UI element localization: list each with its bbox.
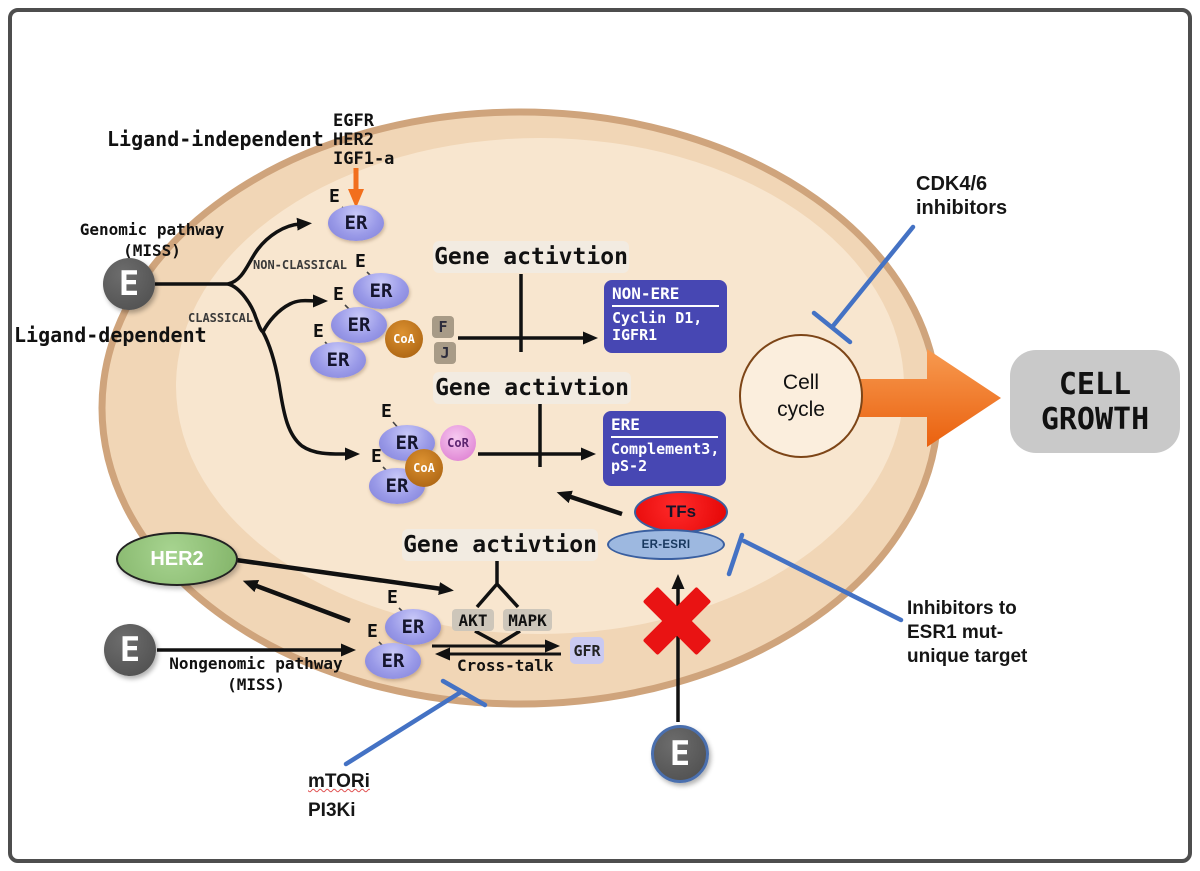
esr1-line2: ESR1 mut- <box>907 622 1004 643</box>
er-oval: ER <box>353 273 409 309</box>
ere-gene-1: Complement3, <box>611 440 720 458</box>
ere-gene-2: pS-2 <box>611 457 648 475</box>
figure-border <box>8 8 1192 863</box>
estrogen-label: E <box>381 401 392 422</box>
gene-activation-label-3: Gene activtion <box>402 529 598 561</box>
pi3ki-label: PI3Ki <box>308 800 356 821</box>
estrogen-label: E <box>329 186 340 207</box>
non-ere-title: NON-ERE <box>612 284 680 303</box>
block-x-icon <box>643 587 711 655</box>
j-box: J <box>434 342 456 364</box>
mapk-box: MAPK <box>503 609 552 631</box>
non-ere-divider <box>612 305 719 307</box>
er-oval: ER <box>331 307 387 343</box>
ere-divider <box>611 436 718 438</box>
ere-title: ERE <box>611 415 640 434</box>
ligand-dependent-label: Ligand-dependent <box>14 323 207 347</box>
classical-label: CLASSICAL <box>188 311 254 325</box>
er-esri-oval: ER-ESRI <box>607 529 725 560</box>
inhibition-bar-mtori <box>343 678 488 767</box>
ligand-independent-label: Ligand-independent <box>107 127 324 151</box>
cell-growth-box: CELL GROWTH <box>1010 350 1180 453</box>
estrogen-circle-nongenomic: E <box>104 624 156 676</box>
estrogen-label: E <box>313 321 324 342</box>
genomic-pathway-label: Genomic pathway (MISS) <box>72 219 232 261</box>
nongenomic-pathway-label: Nongenomic pathway (MISS) <box>165 653 347 695</box>
cell-growth-line2: GROWTH <box>1040 401 1150 437</box>
cell-cycle-label: Cell cycle <box>751 369 851 423</box>
igf1a-label: IGF1-a <box>333 149 395 169</box>
cross-talk-label: Cross-talk <box>457 656 554 675</box>
cor-circle: CoR <box>440 425 476 461</box>
estrogen-label: E <box>387 587 398 608</box>
f-box: F <box>432 316 454 338</box>
cell-cycle-line2: cycle <box>777 398 825 421</box>
non-classical-label: NON-CLASSICAL <box>253 258 347 272</box>
her2-ligand-label: HER2 <box>333 130 374 150</box>
nongenomic-line1: Nongenomic pathway <box>169 654 343 673</box>
gene-activation-label-1: Gene activtion <box>433 241 629 273</box>
estrogen-label: E <box>333 284 344 305</box>
esr1-line1: Inhibitors to <box>907 598 1017 619</box>
estrogen-label: E <box>355 251 366 272</box>
genomic-pathway-line1: Genomic pathway <box>79 220 225 239</box>
inhibition-bar-cdk46 <box>811 224 916 345</box>
cell-growth-line1: CELL <box>1058 366 1132 402</box>
er-oval: ER <box>328 205 384 241</box>
er-oval: ER <box>385 609 441 645</box>
cell-cycle-circle <box>739 334 863 458</box>
inhibition-bar-esr1 <box>726 532 904 623</box>
estrogen-circle-genomic: E <box>103 258 155 310</box>
cdk46-line1: CDK4/6 <box>916 173 988 195</box>
gfr-box: GFR <box>570 637 604 664</box>
her2-oval: HER2 <box>116 532 238 586</box>
estrogen-label: E <box>367 621 378 642</box>
coa-circle: CoA <box>405 449 443 487</box>
genomic-pathway-line2: (MISS) <box>123 241 181 260</box>
akt-box: AKT <box>452 609 494 631</box>
cell-cycle-line1: Cell <box>782 371 820 394</box>
cdk46-line2: inhibitors <box>916 197 1008 219</box>
esr1-line3: unique target <box>907 646 1028 667</box>
nongenomic-line2: (MISS) <box>227 675 285 694</box>
er-oval: ER <box>365 643 421 679</box>
growth-arrow <box>846 349 1001 447</box>
estrogen-label: E <box>371 446 382 467</box>
estrogen-circle-blocked: E <box>651 725 709 783</box>
gene-activation-label-2: Gene activtion <box>433 372 631 404</box>
non-ere-gene-1: Cyclin D1, <box>612 309 703 327</box>
esr1-inhibitors-label: Inhibitors to ESR1 mut- unique target <box>907 597 1027 669</box>
cdk46-inhibitors-label: CDK4/6 inhibitors <box>916 172 1007 220</box>
non-ere-gene-2: IGFR1 <box>612 326 658 344</box>
ere-gene-box: ERE Complement3, pS-2 <box>603 411 726 486</box>
non-ere-gene-box: NON-ERE Cyclin D1, IGFR1 <box>604 280 727 353</box>
er-oval: ER <box>310 342 366 378</box>
coa-circle: CoA <box>385 320 423 358</box>
egfr-label: EGFR <box>333 111 374 131</box>
growth-factors-label: EGFR HER2 IGF1-a <box>333 112 394 169</box>
mtori-label: mTORi <box>308 771 370 792</box>
